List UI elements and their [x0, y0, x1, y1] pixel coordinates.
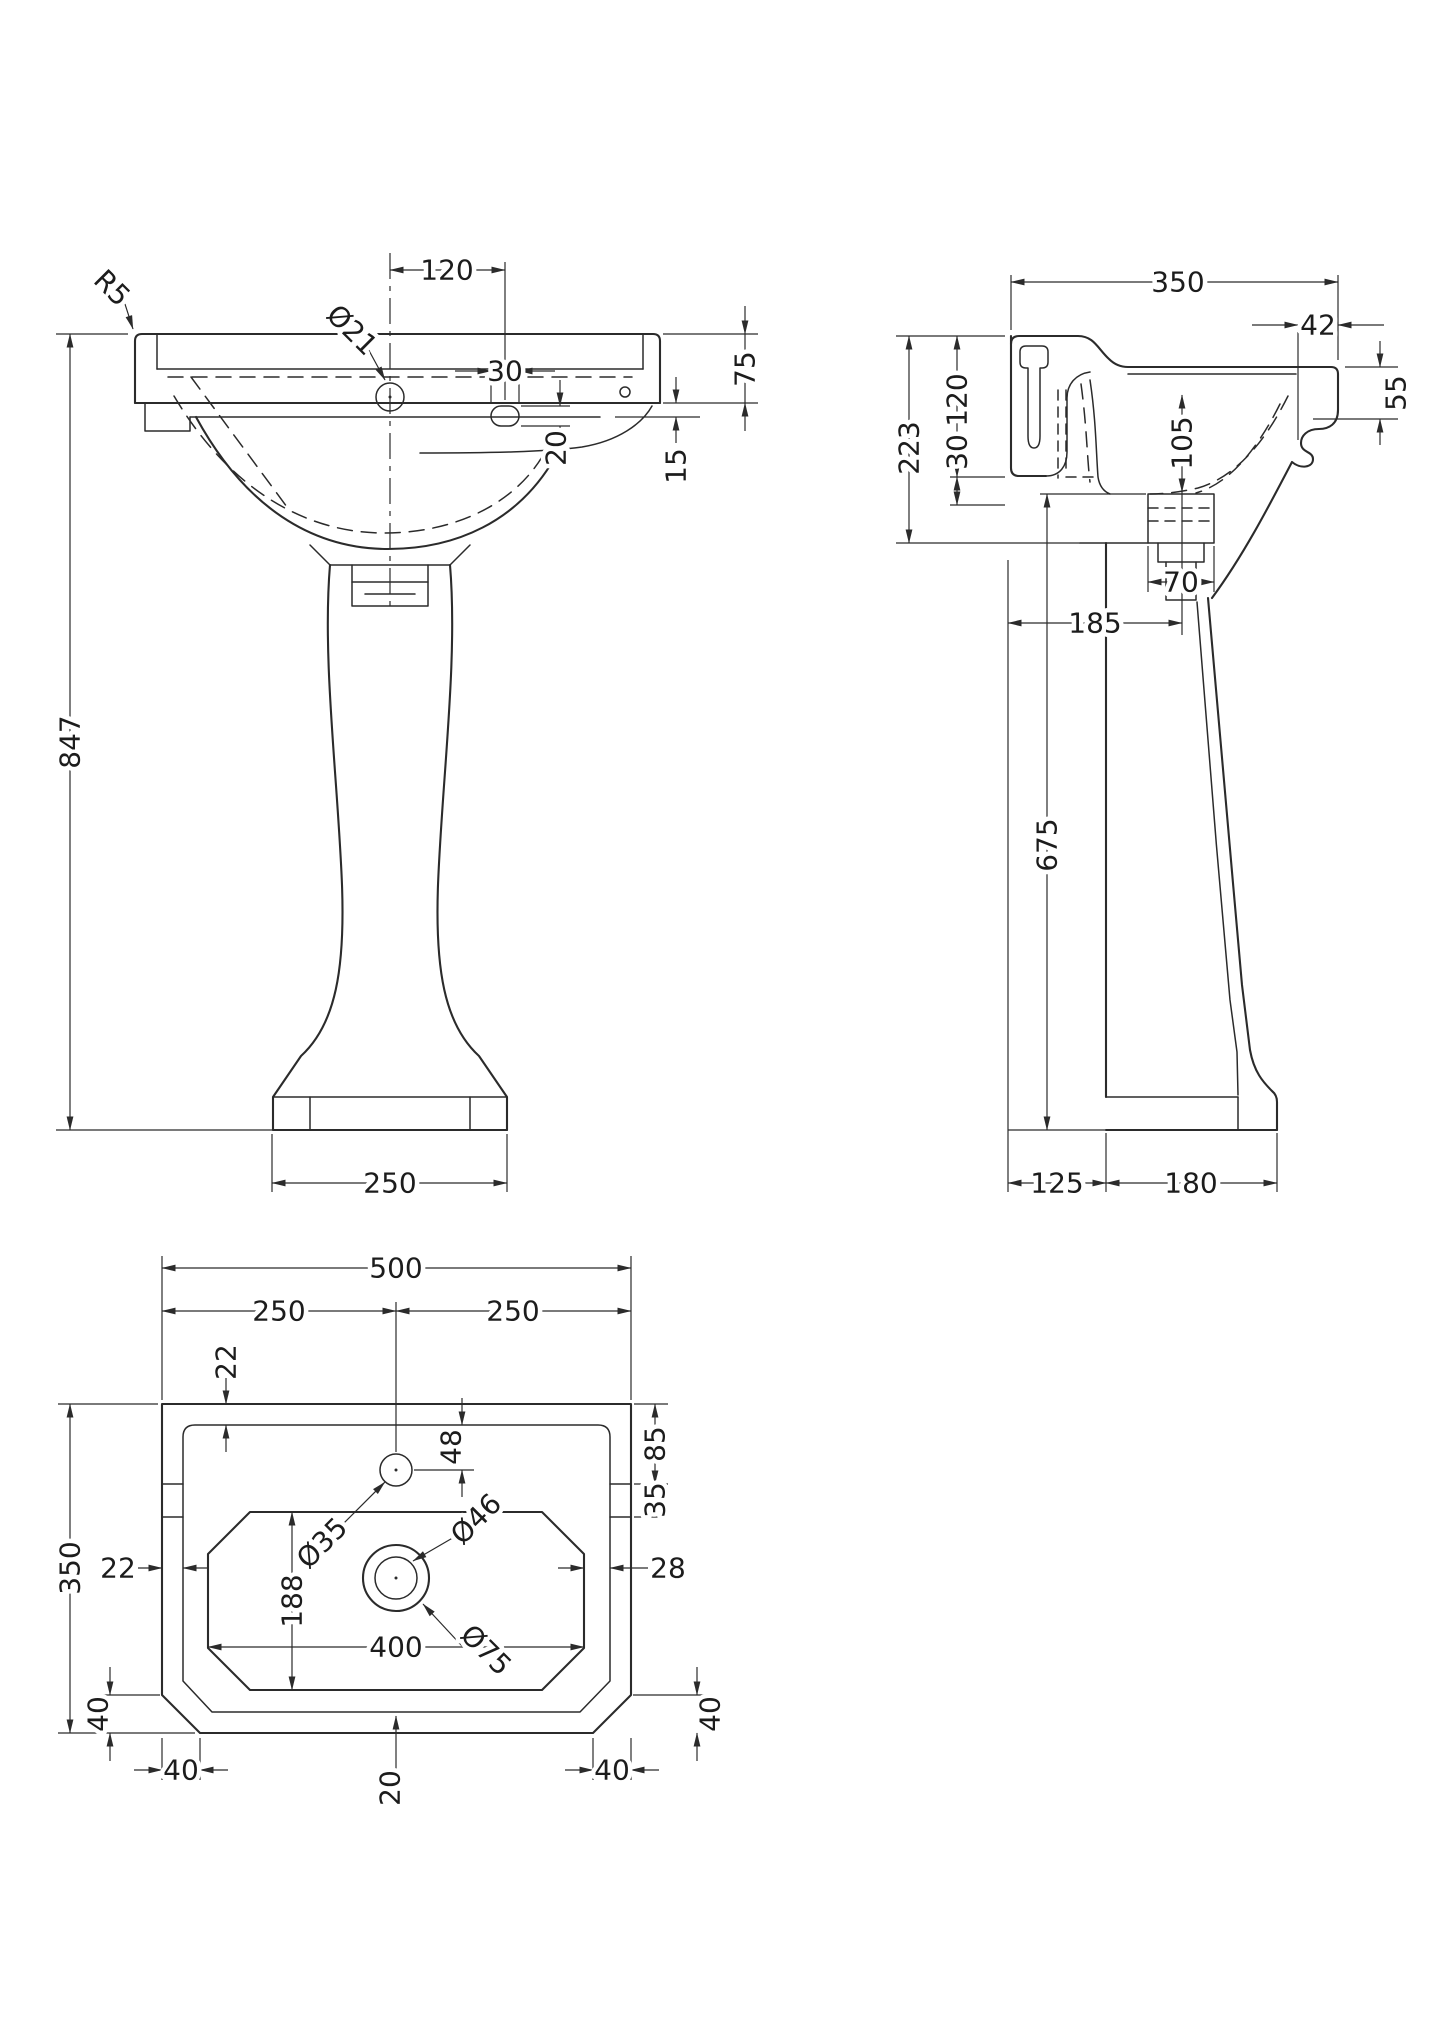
side-fixing-keyhole — [1019, 345, 1049, 449]
dim-side-fixing-slot: 30 — [941, 434, 974, 470]
plan-tap-hole — [379, 1453, 413, 1487]
dim-side-overall-depth: 350 — [1151, 266, 1204, 299]
dim-plan-tap-dia: Ø35 — [290, 1511, 354, 1575]
dim-side-waste-from-wall: 185 — [1068, 607, 1121, 640]
dim-plan-overall-depth: 350 — [54, 1541, 87, 1594]
dim-plan-chamfer-left-h: 40 — [163, 1754, 199, 1787]
dim-side-fixing-drop: 120 — [941, 373, 974, 426]
side-top-outline — [1009, 334, 1340, 412]
dim-plan-chamfer-right-v: 40 — [694, 1696, 727, 1732]
front-pedestal-left — [271, 563, 344, 1132]
dim-plan-bowl-depth: 188 — [276, 1574, 309, 1627]
dim-front-corner-radius: R5 — [87, 263, 137, 313]
dim-front-overall-height: 847 — [54, 715, 87, 768]
plan-inner-rim — [182, 1424, 611, 1713]
dim-side-foot-depth: 180 — [1164, 1167, 1217, 1200]
side-view: 350 42 55 223 120 30 105 675 185 70 — [888, 261, 1417, 1204]
dim-front-tap-hole-dia: Ø21 — [320, 298, 384, 362]
dim-plan-side-slot: 35 — [639, 1482, 672, 1518]
dim-front-overflow-offset: 120 — [420, 254, 473, 287]
plan-view: 500 250 250 22 48 85 35 22 28 188 400 Ø3… — [49, 1247, 731, 1810]
dim-plan-tap-offset: 48 — [435, 1429, 468, 1465]
dim-plan-right-gap: 28 — [650, 1552, 686, 1585]
dim-plan-centre-left: 250 — [252, 1295, 305, 1328]
front-rim-outline — [133, 332, 662, 405]
dim-front-lip-step: 15 — [660, 448, 693, 484]
plan-waste-inner — [374, 1556, 418, 1600]
dim-plan-overall-width: 500 — [369, 1252, 422, 1285]
front-overflow-slot — [490, 405, 520, 427]
dim-side-front-lip: 42 — [1300, 309, 1336, 342]
front-overflow-hole — [619, 386, 631, 398]
dim-plan-waste-inner-dia: Ø46 — [444, 1487, 508, 1551]
plan-outer-outline — [160, 1402, 633, 1735]
front-pedestal-right — [436, 563, 509, 1132]
dim-plan-side-ledge: 85 — [639, 1426, 672, 1462]
front-view: 847 250 120 30 20 75 15 R5 Ø21 — [49, 249, 766, 1204]
side-back-outline — [1009, 334, 1048, 478]
dim-plan-back-rim: 22 — [210, 1344, 243, 1380]
dim-front-overflow-width: 30 — [487, 355, 523, 388]
front-tap-hole — [375, 382, 405, 412]
plan-waste-outer — [361, 1543, 431, 1613]
side-pedestal-front — [1206, 596, 1279, 1132]
dim-plan-chamfer-right-h: 40 — [594, 1754, 630, 1787]
dim-side-apron-depth: 55 — [1380, 375, 1413, 411]
dim-plan-centre-right: 250 — [486, 1295, 539, 1328]
dim-plan-bowl-width: 400 — [369, 1631, 422, 1664]
side-waste-boss — [1147, 493, 1215, 544]
dim-plan-front-gap: 20 — [374, 1770, 407, 1806]
dim-side-underside-height: 675 — [1031, 818, 1064, 871]
dim-plan-left-rim: 22 — [100, 1552, 136, 1585]
dim-front-overflow-height: 20 — [540, 430, 573, 466]
dim-side-back-height: 223 — [893, 421, 926, 474]
dim-side-pedestal-setback: 125 — [1030, 1167, 1083, 1200]
dim-plan-waste-outer-dia: Ø75 — [454, 1618, 518, 1682]
dim-plan-chamfer-left-v: 40 — [82, 1696, 115, 1732]
side-apron-outline — [1210, 408, 1340, 600]
dim-front-base-width: 250 — [363, 1167, 416, 1200]
dim-front-rim-height: 75 — [729, 351, 762, 387]
dim-side-bowl-depth: 105 — [1166, 416, 1199, 469]
dim-side-waste-boss: 70 — [1163, 566, 1199, 599]
front-bowl-outline — [194, 415, 553, 551]
plan-bowl-outline — [206, 1510, 586, 1692]
